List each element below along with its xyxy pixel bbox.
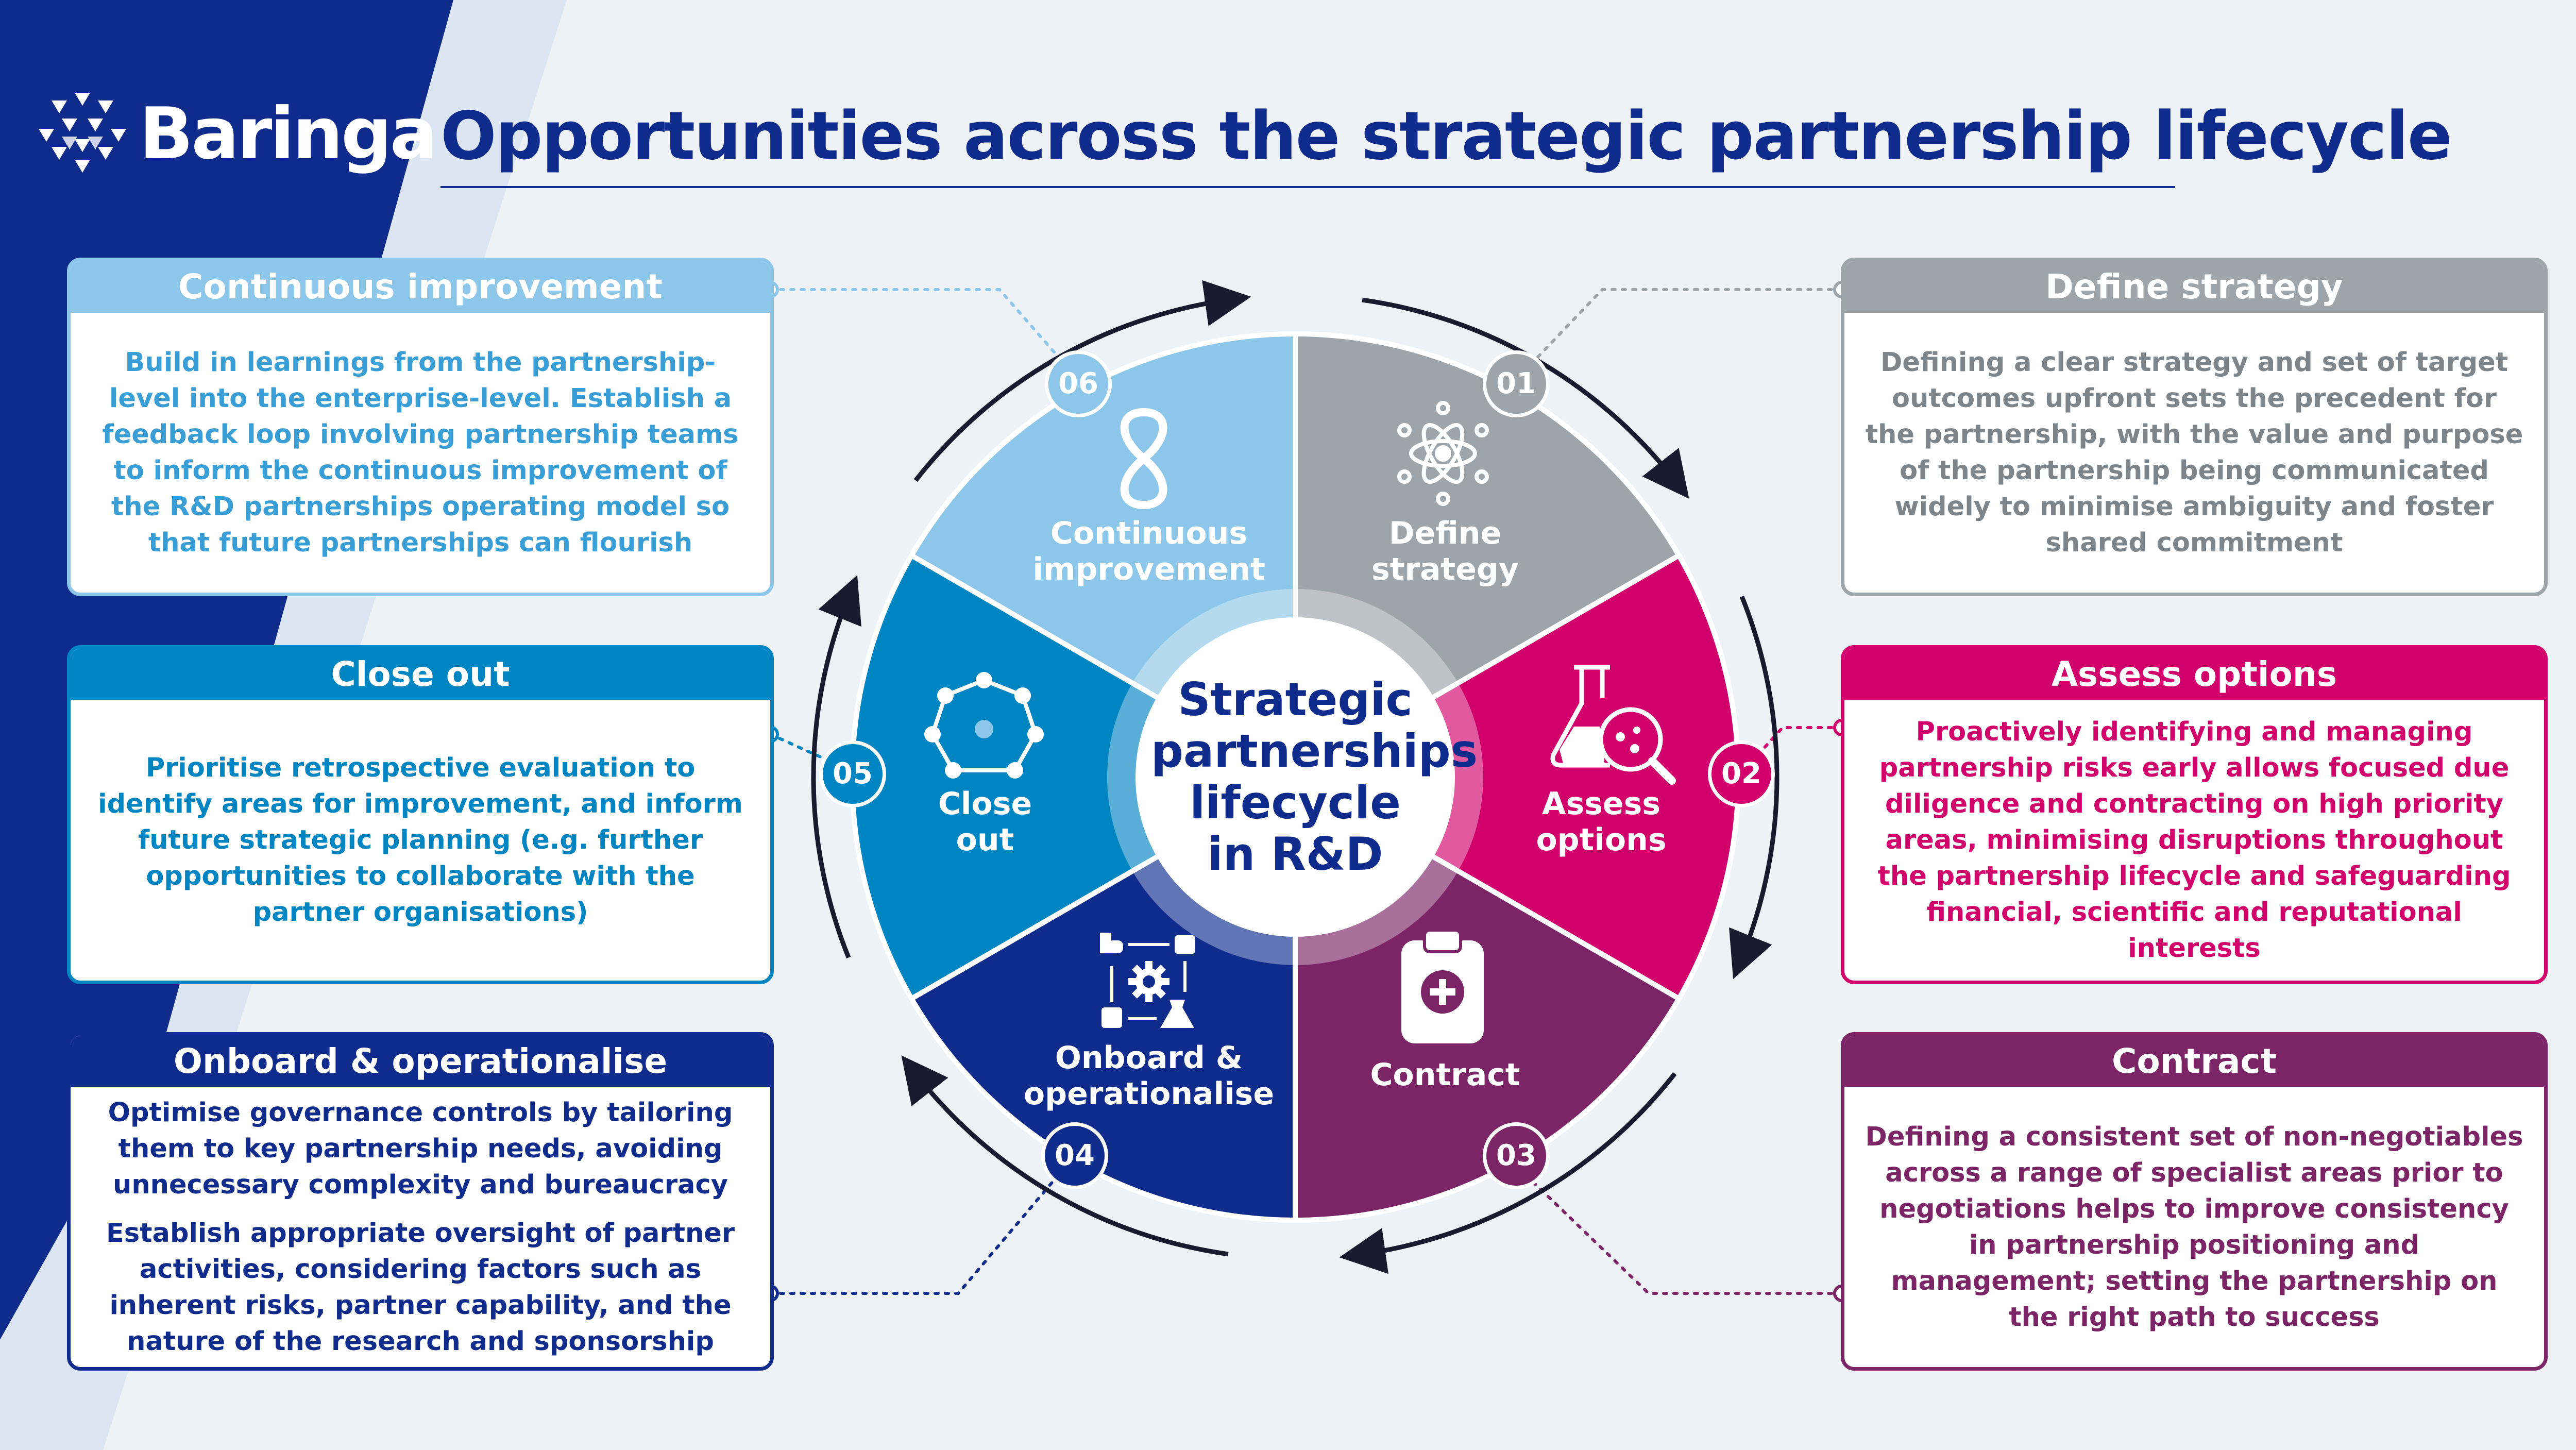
card-title: Define strategy [1844, 261, 2544, 313]
segment-label-line: Assess [1542, 786, 1660, 822]
gear-flask-workflow-icon [1100, 933, 1195, 1028]
segment-label-continuous: Continuous improvement [1032, 515, 1265, 587]
step-number-06: 06 [1045, 350, 1112, 417]
segment-label-close: Close out [938, 786, 1032, 858]
card-body: Defining a consistent set of non-negotia… [1844, 1087, 2544, 1367]
segment-label-onboard: Onboard & operationalise [1024, 1040, 1274, 1112]
segment-label-line: out [956, 822, 1014, 858]
segment-label-line: Continuous [1050, 515, 1248, 551]
clipboard-medical-icon [1401, 929, 1484, 1043]
card-body: Defining a clear strategy and set of tar… [1844, 313, 2544, 593]
card-define-strategy: Define strategy Defining a clear strateg… [1841, 258, 2548, 596]
card-assess-options: Assess options Proactively identifying a… [1841, 645, 2548, 984]
segment-label-contract: Contract [1370, 1057, 1520, 1093]
baringa-logo-icon [39, 93, 126, 173]
step-number-05: 05 [819, 740, 886, 807]
center-line: Strategic [1178, 673, 1413, 726]
card-body: Prioritise retrospective evaluation to i… [71, 700, 770, 981]
card-title: Contract [1844, 1036, 2544, 1087]
card-title: Assess options [1844, 649, 2544, 700]
infinity-icon [1120, 408, 1167, 510]
center-label: Strategic partnerships lifecycle in R&D [1151, 673, 1478, 881]
segment-label-line: Onboard & [1055, 1040, 1243, 1076]
step-number-01: 01 [1483, 350, 1550, 417]
brand-name: Baringa [139, 92, 438, 175]
connector-close [769, 733, 823, 759]
segment-label-line: operationalise [1023, 1076, 1275, 1112]
cycle-arrow [901, 1055, 1229, 1257]
step-number-04: 04 [1041, 1122, 1108, 1189]
card-contract: Contract Defining a consistent set of no… [1841, 1032, 2548, 1371]
card-paragraph: Establish appropriate oversight of partn… [106, 1218, 735, 1357]
connector-contract [1508, 1158, 1843, 1295]
segment-label-line: improvement [1032, 551, 1265, 587]
flask-magnifier-icon [1550, 665, 1676, 785]
card-title: Onboard & operationalise [71, 1036, 770, 1087]
segment-label-line: strategy [1371, 551, 1519, 587]
card-onboard-operationalise: Onboard & operationalise Optimise govern… [67, 1032, 774, 1371]
card-paragraph: Build in learnings from the partnership-… [102, 347, 739, 558]
card-paragraph: Defining a clear strategy and set of tar… [1865, 347, 2523, 558]
card-continuous-improvement: Continuous improvement Build in learning… [67, 258, 774, 596]
center-line: partnerships [1151, 724, 1478, 778]
card-body: Optimise governance controls by tailorin… [71, 1087, 770, 1367]
card-body: Proactively identifying and managing par… [1844, 700, 2544, 981]
card-close-out: Close out Prioritise retrospective evalu… [67, 645, 774, 984]
connector-define [1511, 288, 1843, 385]
connector-assess [1740, 726, 1843, 774]
segment-label-line: Close [938, 786, 1032, 822]
connector-continuous [769, 288, 1083, 385]
card-title: Close out [71, 649, 770, 700]
center-circle [1136, 617, 1455, 937]
segment-label-assess: Assess options [1536, 786, 1666, 858]
segment-label-line: options [1536, 822, 1667, 858]
step-number-02: 02 [1708, 740, 1775, 807]
segment-label-line: Define [1388, 515, 1502, 551]
cycle-arrow [811, 575, 861, 958]
cycle-arrow [1729, 596, 1780, 979]
connector-onboard [769, 1158, 1073, 1295]
step-number-03: 03 [1483, 1122, 1550, 1189]
segment-label-define: Define strategy [1371, 515, 1519, 587]
card-paragraph: Defining a consistent set of non-negotia… [1865, 1121, 2523, 1333]
atom-network-icon [1397, 401, 1489, 506]
card-title: Continuous improvement [71, 261, 770, 313]
center-line: lifecycle [1190, 776, 1401, 829]
card-body: Build in learnings from the partnership-… [71, 313, 770, 593]
heptagon-network-icon [924, 672, 1044, 779]
card-paragraph: Prioritise retrospective evaluation to i… [98, 753, 743, 928]
segment-label-line: Contract [1370, 1057, 1520, 1093]
cycle-arrow [1339, 1072, 1677, 1274]
card-paragraph: Proactively identifying and managing par… [1877, 717, 2511, 964]
page-title: Opportunities across the strategic partn… [440, 98, 2452, 175]
card-paragraph: Optimise governance controls by tailorin… [108, 1097, 733, 1200]
center-line: in R&D [1207, 828, 1383, 881]
